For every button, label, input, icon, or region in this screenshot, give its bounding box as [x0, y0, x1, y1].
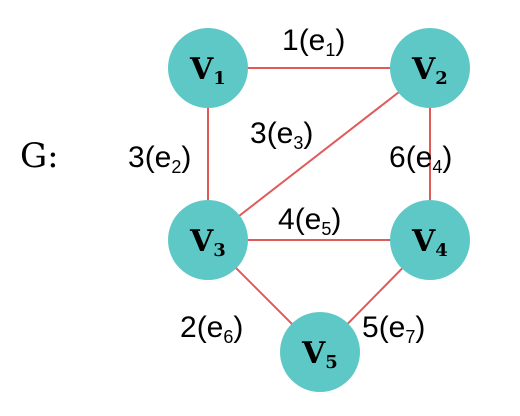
edge-label-e4: 6(e4): [389, 141, 452, 177]
node-v3: V3: [168, 200, 248, 280]
edge-label-e5: 4(e5): [278, 203, 341, 239]
edge-label-e7: 5(e7): [362, 311, 425, 347]
node-v1-circle: [168, 28, 248, 108]
node-v2-label: V2: [411, 52, 448, 89]
node-v3-circle: [168, 200, 248, 280]
node-v1-label: V1: [189, 52, 226, 89]
node-v5: V5: [280, 312, 360, 392]
node-v5-label: V5: [301, 336, 338, 373]
node-v5-circle: [280, 312, 360, 392]
node-v4-circle: [390, 200, 470, 280]
node-v2: V2: [390, 28, 470, 108]
node-v1: V1: [168, 28, 248, 108]
node-v2-circle: [390, 28, 470, 108]
edge-label-e3: 3(e3): [250, 117, 313, 153]
edge-label-e2: 3(e2): [128, 141, 191, 177]
node-v4: V4: [390, 200, 470, 280]
edge-label-e1: 1(e1): [282, 24, 345, 60]
edge-label-e6: 2(e6): [180, 311, 243, 347]
node-v3-label: V3: [189, 224, 226, 261]
node-v4-label: V4: [411, 224, 448, 261]
edge-e3: [207, 67, 431, 241]
edge-labels: 1(e1) 3(e2) 3(e3) 6(e4) 4(e5) 2(e6) 5(e7…: [128, 24, 452, 347]
graph-name: G:: [20, 136, 59, 176]
